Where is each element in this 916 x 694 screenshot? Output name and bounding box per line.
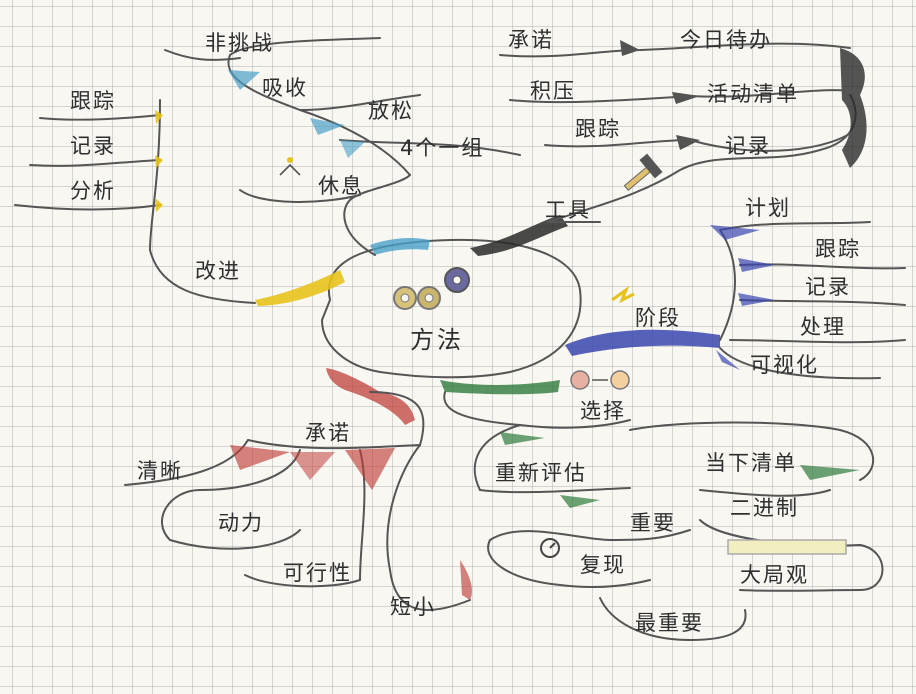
tools-child-2: 今日待办	[680, 28, 772, 52]
phases-child-4: 处理	[800, 315, 846, 339]
select-child-6: 大局观	[740, 563, 809, 587]
select-child-5: 复现	[580, 553, 626, 577]
rest-child-3: 放松	[368, 99, 414, 123]
tools-child-4: 活动清单	[707, 82, 799, 106]
face-arrow-icon	[570, 370, 630, 390]
tools-child-3: 积压	[530, 79, 576, 103]
clock-icon	[540, 538, 560, 558]
rest-child-2: 吸收	[262, 76, 308, 100]
tools-branch	[470, 215, 568, 256]
improve-child-2: 记录	[70, 134, 116, 158]
tools-child-5: 跟踪	[575, 117, 621, 141]
commitment-child-2: 动力	[218, 511, 264, 535]
improve-label: 改进	[195, 259, 241, 283]
rest-child-1: 非挑战	[205, 31, 274, 55]
phases-child-2: 跟踪	[815, 237, 861, 261]
select-child-4: 重要	[630, 511, 676, 535]
phases-branch	[565, 329, 720, 356]
rest-label: 休息	[318, 174, 364, 198]
gears-icon	[393, 267, 470, 310]
improve-branch	[255, 270, 345, 306]
commitment-child-3: 可行性	[283, 561, 352, 585]
rest-child-4: 4个一组	[400, 136, 484, 160]
select-label: 选择	[580, 399, 626, 423]
commitment-branch	[326, 368, 415, 425]
select-child-2: 当下清单	[705, 451, 797, 475]
center-label: 方法	[410, 326, 464, 354]
rest-branch	[370, 237, 430, 255]
phases-child-5: 可视化	[750, 353, 819, 377]
tools-child-6: 记录	[725, 134, 771, 158]
commitment-label: 承诺	[305, 421, 351, 445]
phases-label: 阶段	[635, 306, 681, 330]
commitment-child-1: 清晰	[137, 459, 183, 483]
improve-child-1: 跟踪	[70, 89, 116, 113]
tools-child-1: 承诺	[508, 28, 554, 52]
select-branch	[440, 380, 560, 395]
phases-child-3: 记录	[805, 275, 851, 299]
sparkle-icon	[279, 157, 301, 176]
commitment-child-4: 短小	[390, 595, 436, 619]
pencil-icon	[727, 539, 847, 555]
select-child-3: 二进制	[730, 496, 799, 520]
select-child-7: 最重要	[635, 611, 704, 635]
hammer-icon	[623, 153, 663, 191]
select-child-1: 重新评估	[495, 461, 587, 485]
center-blob	[321, 238, 582, 379]
lightning-icon	[611, 285, 635, 304]
improve-child-3: 分析	[70, 179, 116, 203]
tools-label: 工具	[545, 198, 591, 222]
phases-child-1: 计划	[745, 196, 791, 220]
